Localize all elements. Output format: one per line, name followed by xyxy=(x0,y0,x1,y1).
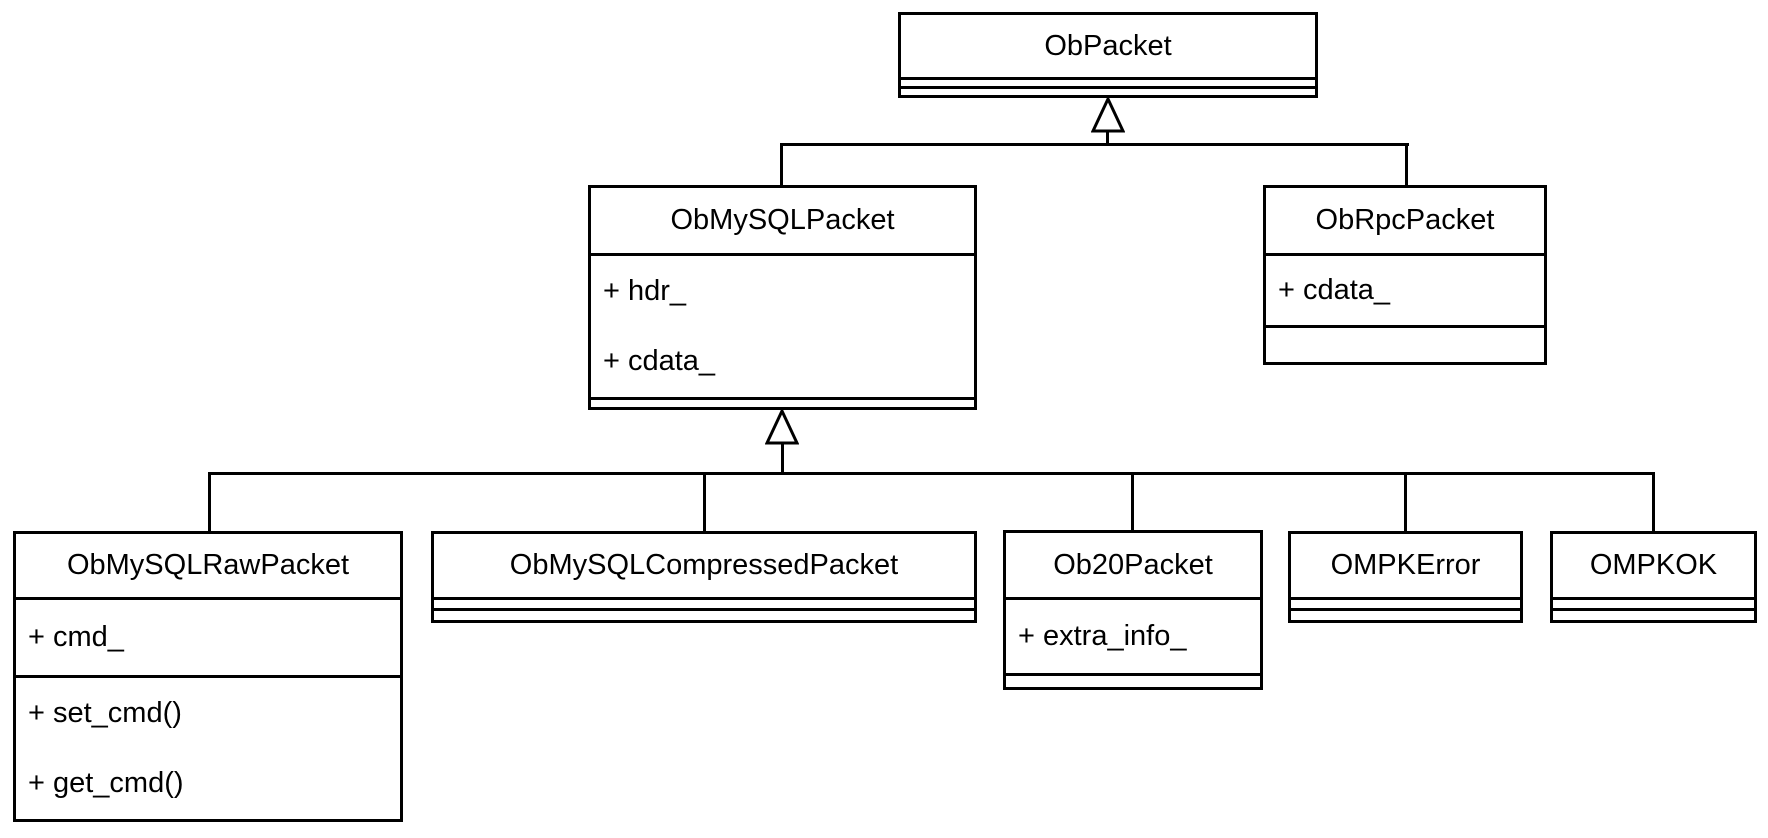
methods-compartment: + set_cmd() + get_cmd() xyxy=(16,675,400,819)
inheritance-connector-bus-obmysqlpacket xyxy=(208,472,1655,475)
attribute-item: + cmd_ xyxy=(28,621,124,653)
methods-compartment xyxy=(901,86,1315,95)
methods-compartment xyxy=(434,608,974,620)
attribute-item: + cdata_ xyxy=(1278,274,1391,306)
class-title: OMPKOK xyxy=(1589,549,1718,581)
class-title: Ob20Packet xyxy=(1053,548,1213,581)
inheritance-connector-drop-ompkerror xyxy=(1404,472,1407,531)
class-title: ObPacket xyxy=(1044,29,1172,62)
class-obmysqlpacket: ObMySQLPacket + hdr_ + cdata_ xyxy=(588,185,977,410)
attribute-item: + hdr_ xyxy=(603,274,687,307)
inheritance-connector-drop-ompkok xyxy=(1652,472,1655,531)
class-title: ObMySQLRawPacket xyxy=(66,549,350,581)
attributes-compartment: + hdr_ + cdata_ xyxy=(591,253,974,397)
inheritance-connector-stem-obpacket xyxy=(1106,126,1109,146)
attribute-item: + extra_info_ xyxy=(1018,620,1187,652)
class-obpacket: ObPacket xyxy=(898,12,1318,98)
attributes-compartment: + extra_info_ xyxy=(1006,597,1260,673)
methods-compartment xyxy=(1553,608,1754,620)
class-obrpcpacket: ObRpcPacket + cdata_ xyxy=(1263,185,1547,365)
class-obmysqlcompressedpacket: ObMySQLCompressedPacket xyxy=(431,531,977,623)
inheritance-connector-drop-obmysqlpacket xyxy=(780,143,783,186)
methods-compartment xyxy=(1266,325,1544,362)
class-title: OMPKError xyxy=(1330,549,1481,581)
method-item: + set_cmd() xyxy=(28,696,182,729)
attributes-compartment xyxy=(901,77,1315,86)
inheritance-connector-drop-obmysqlrawpacket xyxy=(208,472,211,531)
class-obmysqlrawpacket: ObMySQLRawPacket + cmd_ + set_cmd() + ge… xyxy=(13,531,403,822)
methods-compartment xyxy=(1291,608,1520,620)
inheritance-connector-bus-obpacket xyxy=(780,143,1409,146)
class-ob20packet: Ob20Packet + extra_info_ xyxy=(1003,530,1263,690)
inheritance-connector-drop-obmysqlcompressedpacket xyxy=(703,472,706,531)
class-title: ObMySQLCompressedPacket xyxy=(509,549,899,581)
generalization-triangle-icon xyxy=(1091,97,1125,133)
attributes-compartment xyxy=(1553,597,1754,608)
attribute-item: + cdata_ xyxy=(603,345,716,378)
methods-compartment xyxy=(1006,673,1260,687)
inheritance-connector-drop-obrpcpacket xyxy=(1405,143,1408,186)
class-title: ObMySQLPacket xyxy=(670,204,895,236)
attributes-compartment: + cdata_ xyxy=(1266,253,1544,325)
attributes-compartment: + cmd_ xyxy=(16,597,400,675)
attributes-compartment xyxy=(1291,597,1520,608)
inheritance-connector-stem-obmysqlpacket xyxy=(781,438,784,475)
inheritance-connector-drop-ob20packet xyxy=(1131,472,1134,531)
attributes-compartment xyxy=(434,597,974,608)
generalization-triangle-icon xyxy=(765,409,799,445)
class-ompkok: OMPKOK xyxy=(1550,531,1757,623)
methods-compartment xyxy=(591,397,974,407)
class-title: ObRpcPacket xyxy=(1315,204,1495,236)
method-item: + get_cmd() xyxy=(28,767,184,800)
class-ompkerror: OMPKError xyxy=(1288,531,1523,623)
